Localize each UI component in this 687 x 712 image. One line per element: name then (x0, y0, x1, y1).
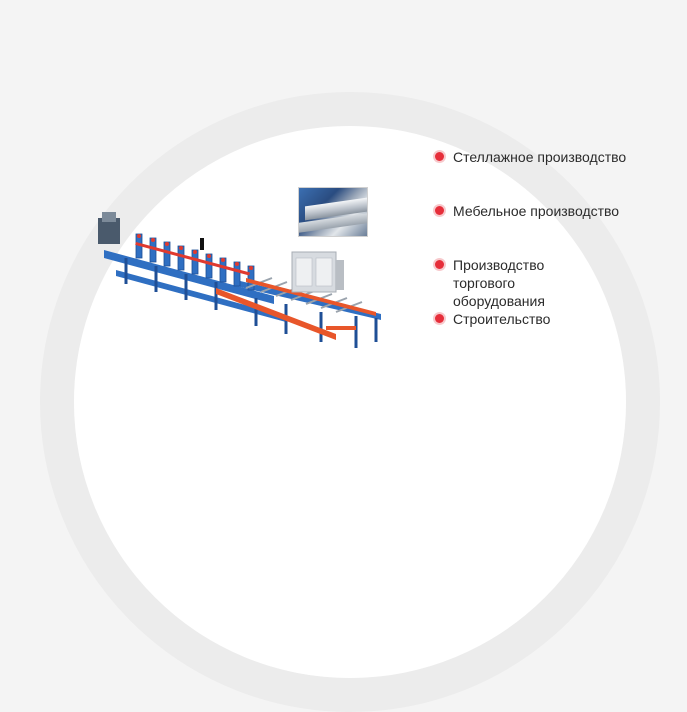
steel-profile-closeup-image (298, 187, 368, 237)
list-item: Мебельное производство (432, 202, 619, 220)
list-item-label: Производство торгового оборудования (453, 257, 545, 309)
list-item: Производство торгового оборудования (432, 256, 545, 310)
list-item: Стеллажное производство (432, 148, 626, 166)
roll-forming-machine-image (98, 212, 381, 348)
bullet-icon (435, 152, 444, 161)
bullet-icon (435, 206, 444, 215)
list-item-label: Строительство (453, 311, 551, 327)
list-item-label: Стеллажное производство (453, 149, 627, 165)
bullet-icon (435, 314, 444, 323)
list-item: Строительство (432, 310, 550, 328)
list-item-label: Мебельное производство (453, 203, 620, 219)
bullet-icon (435, 260, 444, 269)
